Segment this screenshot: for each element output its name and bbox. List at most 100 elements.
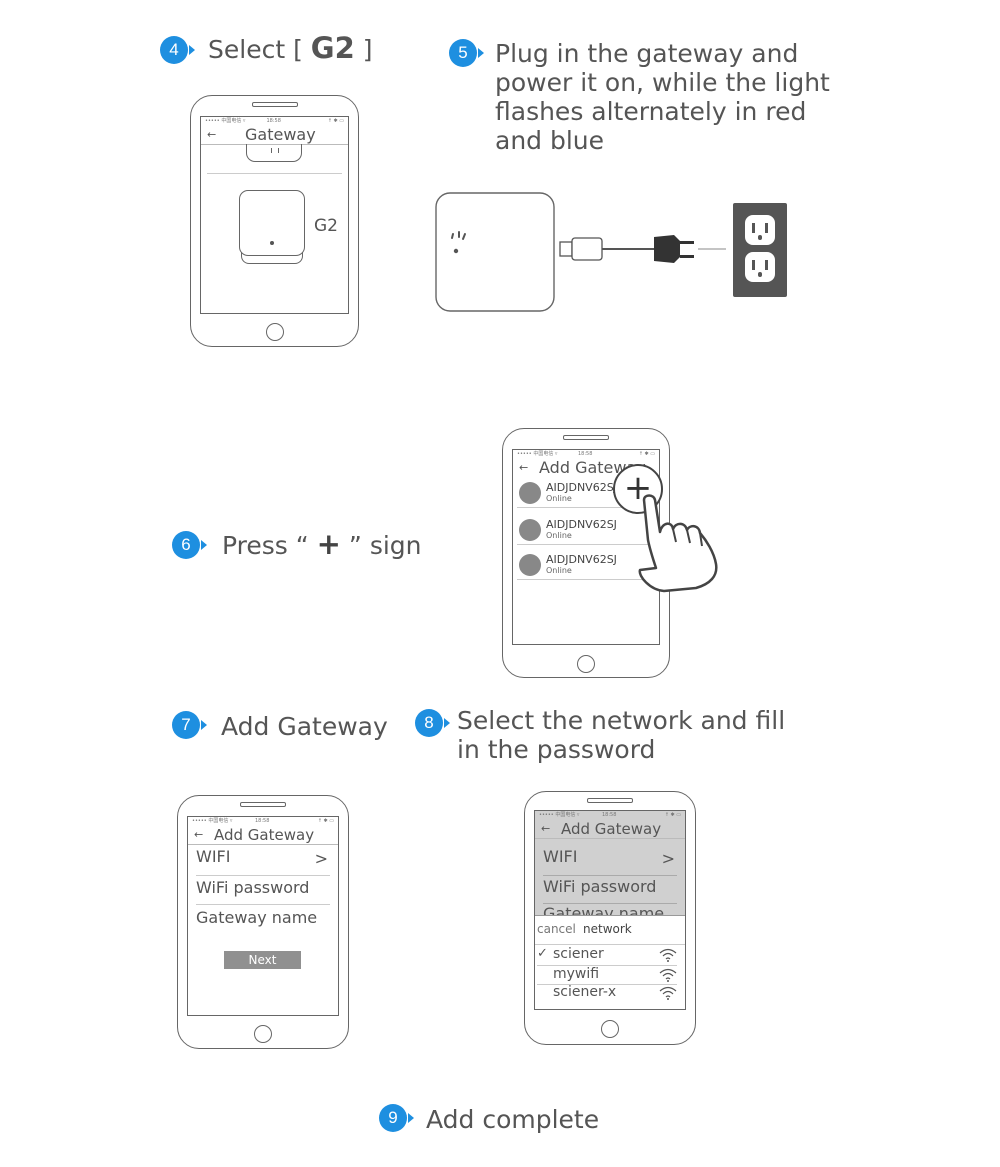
step-9-badge: 9 <box>379 1104 414 1132</box>
gateway-name-field[interactable]: Gateway name <box>196 908 318 927</box>
gateway-status: Online <box>546 531 572 540</box>
status-time: 18:58 <box>255 818 270 824</box>
network-name: sciener <box>553 946 604 962</box>
g2-label: G2 <box>314 216 338 236</box>
g2-led-dot <box>270 241 274 245</box>
step-8-line-1: Select the network and fill <box>457 706 786 735</box>
flashing-light-icon <box>451 231 466 240</box>
status-bar: ••••• 中国电信 ▿ 18:58 ↑ ✱ ▭ <box>188 817 338 826</box>
back-arrow-icon[interactable]: ← <box>541 822 551 835</box>
network-item[interactable]: sciener-x <box>537 984 677 1002</box>
gateway-name: AIDJDNV62SJ <box>546 553 617 566</box>
dimmed-overlay <box>535 811 685 915</box>
wifi-password-field[interactable]: WiFi password <box>196 878 330 905</box>
status-time: 18:58 <box>578 451 593 457</box>
step-7-badge: 7 <box>172 711 207 739</box>
partial-device-card[interactable] <box>246 144 302 162</box>
gateway-list-item[interactable]: AIDJDNV62SJ Online <box>517 552 655 580</box>
step-6-caption: Press “ + ” sign <box>222 527 422 561</box>
gateway-avatar-icon <box>519 519 541 541</box>
status-time: 18:58 <box>266 118 281 124</box>
device-slot-icon <box>271 148 279 153</box>
step-5-badge: 5 <box>449 39 484 67</box>
sheet-cancel-button[interactable]: cancel <box>537 922 576 936</box>
step-6-before: Press “ <box>222 531 309 560</box>
sheet-header: cancel network <box>535 916 685 945</box>
g2-device-option[interactable] <box>239 190 305 266</box>
home-button[interactable] <box>265 323 284 341</box>
phone-speaker <box>240 802 286 807</box>
step-8-badge: 8 <box>415 709 450 737</box>
step-5-line-3: flashes alternately in red <box>495 97 807 126</box>
phone-select-gateway: ••••• 中国电信 ▿ 18:58 ↑ ✱ ▭ ← Gateway G2 <box>190 95 359 347</box>
home-button[interactable] <box>601 1020 619 1038</box>
gateway-avatar-icon <box>519 482 541 504</box>
wifi-signal-icon <box>659 948 677 962</box>
status-carrier: ••••• 中国电信 ▿ <box>192 818 233 824</box>
gateway-status: Online <box>546 494 572 503</box>
status-bar: ••••• 中国电信 ▿ 18:58 ↑ ✱ ▭ <box>201 117 348 126</box>
next-button[interactable]: Next <box>224 951 301 969</box>
home-button[interactable] <box>577 655 595 673</box>
status-carrier: ••••• 中国电信 ▿ <box>539 812 580 818</box>
phone-screen: ••••• 中国电信 ▿ 18:58 ↑ ✱ ▭ ← Add Gateway W… <box>534 810 686 1010</box>
divider <box>207 173 342 174</box>
nav-bar: ← Gateway <box>201 126 348 145</box>
gateway-avatar-icon <box>519 554 541 576</box>
network-sheet: cancel network ✓ sciener mywifi sciener-… <box>535 915 685 1009</box>
step-6-badge: 6 <box>172 531 207 559</box>
status-carrier: ••••• 中国电信 ▿ <box>517 451 558 457</box>
nav-bar: ← Add Gateway <box>188 826 338 845</box>
status-icons: ↑ ✱ ▭ <box>664 812 681 818</box>
step-4-text: Select [ <box>208 35 303 64</box>
status-bar: ••••• 中国电信 ▿ 18:58 ↑ ✱ ▭ <box>513 450 659 459</box>
status-icons: ↑ ✱ ▭ <box>327 118 344 124</box>
chevron-right-icon: > <box>314 849 328 868</box>
back-arrow-icon[interactable]: ← <box>194 828 204 841</box>
back-arrow-icon[interactable]: ← <box>519 461 529 474</box>
g2-device-base <box>241 252 303 264</box>
gateway-name-field[interactable]: Gateway name <box>543 906 677 915</box>
gateway-name: AIDJDNV62SJ <box>546 481 617 494</box>
gateway-list-item[interactable]: AIDJDNV62SJ Online <box>517 480 655 508</box>
step-5-line-2: power it on, while the light <box>495 68 830 97</box>
step-4-badge: 4 <box>160 36 195 64</box>
step-5-line-1: Plug in the gateway and <box>495 39 799 68</box>
step-5-caption: Plug in the gateway and power it on, whi… <box>495 39 830 155</box>
step-8-caption: Select the network and fill in the passw… <box>457 706 785 764</box>
wifi-password-field[interactable]: WiFi password <box>543 877 677 904</box>
phone-add-gateway-form: ••••• 中国电信 ▿ 18:58 ↑ ✱ ▭ ← Add Gateway W… <box>177 795 349 1049</box>
phone-speaker <box>563 435 609 440</box>
network-name: mywifi <box>553 966 600 982</box>
network-item[interactable]: mywifi <box>537 966 677 985</box>
wifi-row[interactable]: WIFI > <box>543 847 677 876</box>
phone-speaker <box>587 798 633 803</box>
step-7-caption: Add Gateway <box>221 712 388 741</box>
check-icon: ✓ <box>537 946 548 961</box>
phone-screen: ••••• 中国电信 ▿ 18:58 ↑ ✱ ▭ ← Gateway G2 <box>200 116 349 314</box>
nav-title: Add Gateway <box>214 826 315 844</box>
network-name: sciener-x <box>553 984 617 1000</box>
ac-plug-icon <box>654 235 680 263</box>
status-carrier: ••••• 中国电信 ▿ <box>205 118 246 124</box>
phone-screen: ••••• 中国电信 ▿ 18:58 ↑ ✱ ▭ ← Add Gateway W… <box>187 816 339 1016</box>
network-item[interactable]: ✓ sciener <box>537 946 677 966</box>
status-icons: ↑ ✱ ▭ <box>317 818 334 824</box>
wifi-label: WIFI <box>196 847 231 866</box>
step-4-strong: G2 <box>310 31 355 65</box>
back-arrow-icon[interactable]: ← <box>207 128 217 141</box>
wifi-row[interactable]: WIFI > <box>196 847 330 876</box>
step-6-after: ” sign <box>348 531 422 560</box>
home-button[interactable] <box>254 1025 272 1043</box>
plus-sign-icon: + <box>316 527 341 561</box>
phone-speaker <box>251 102 298 107</box>
status-icons: ↑ ✱ ▭ <box>638 451 655 457</box>
nav-title: Gateway <box>245 125 316 144</box>
gateway-power-illustration <box>435 192 787 312</box>
wifi-label: WIFI <box>543 847 578 866</box>
nav-bar: ← Add Gateway <box>535 820 685 839</box>
status-bar: ••••• 中国电信 ▿ 18:58 ↑ ✱ ▭ <box>535 811 685 820</box>
gateway-device-icon <box>435 192 555 312</box>
sheet-title: network <box>583 922 632 936</box>
gateway-list-item[interactable]: AIDJDNV62SJ Online <box>517 517 655 545</box>
